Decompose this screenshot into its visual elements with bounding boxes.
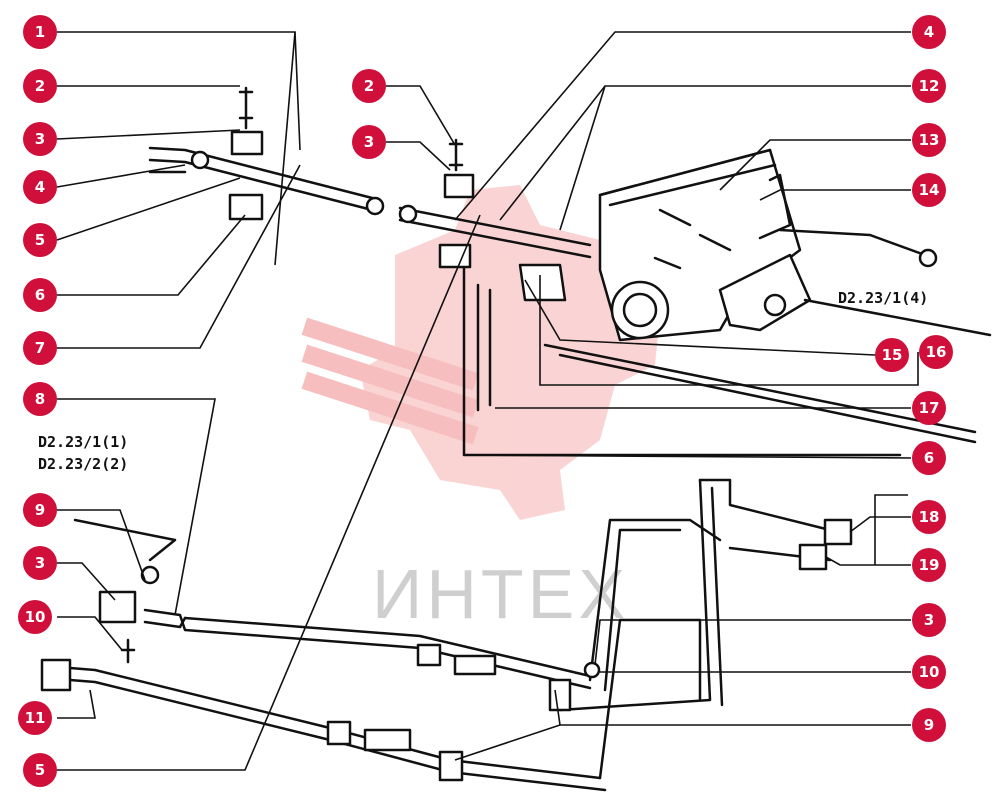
callout-number: 9 — [35, 501, 45, 519]
callout-badge: 4 — [23, 170, 57, 204]
clamp-bottom-left — [228, 193, 264, 221]
callout-badge: 2 — [23, 69, 57, 103]
callout-number: 19 — [919, 556, 940, 574]
callout-number: 10 — [919, 663, 940, 681]
callout-badge: 10 — [18, 600, 52, 634]
parts-drawing — [40, 86, 992, 792]
callout-badge: 16 — [919, 335, 953, 369]
callout-badge: 3 — [23, 122, 57, 156]
callout-number: 14 — [919, 181, 940, 199]
left-clamp — [73, 518, 601, 712]
callout-badge: 3 — [23, 546, 57, 580]
callout-number: 15 — [882, 346, 903, 364]
callout-badge: 9 — [912, 708, 946, 742]
callout-number: 3 — [364, 133, 374, 151]
clamp-top-middle — [443, 173, 475, 199]
callout-number: 12 — [919, 77, 940, 95]
callout-number: 16 — [926, 343, 947, 361]
upper-left-pipe — [148, 86, 385, 221]
callout-number: 7 — [35, 339, 45, 357]
callout-number: 10 — [25, 608, 46, 626]
callout-badge: 5 — [23, 223, 57, 257]
fitting-lower-1 — [416, 643, 442, 667]
watermark-gear-shape — [360, 185, 660, 520]
watermark-bar-1 — [301, 317, 479, 391]
callout-number: 13 — [919, 131, 940, 149]
end-fitting-bottom — [40, 658, 72, 692]
callout-badge: 3 — [912, 603, 946, 637]
clamp-bottom-middle — [438, 243, 472, 269]
watermark-text: ИНТЕХ — [372, 555, 629, 633]
fitting-19 — [798, 543, 828, 571]
callout-number: 6 — [924, 449, 934, 467]
callout-badge: 17 — [912, 391, 946, 425]
watermark-bar-2 — [301, 344, 479, 418]
callout-badge: 18 — [912, 500, 946, 534]
watermark-bar-3 — [301, 371, 479, 445]
callout-badge: 12 — [912, 69, 946, 103]
callout-number: 2 — [364, 77, 374, 95]
callout-number: 6 — [35, 286, 45, 304]
upper-middle-pipe — [398, 138, 592, 269]
callout-badge: 15 — [875, 338, 909, 372]
callout-badge: 14 — [912, 173, 946, 207]
callout-number: 5 — [35, 231, 45, 249]
callout-badge: 3 — [352, 125, 386, 159]
valve-cylinder — [610, 280, 670, 340]
callout-badge: 7 — [23, 331, 57, 365]
ref-label-d2-23-1-1: D2.23/1(1) — [38, 433, 128, 451]
ref-label-d2-23-1-4: D2.23/1(4) — [838, 289, 928, 307]
callout-number: 17 — [919, 399, 940, 417]
fitting-bottom-1 — [326, 720, 352, 746]
watermark-gear-logo — [301, 185, 660, 520]
bolt-upper-left — [238, 86, 254, 130]
leader-lines — [56, 31, 919, 771]
callout-badge: 9 — [23, 493, 57, 527]
fitting-bottom-2 — [363, 728, 412, 752]
callout-badge: 11 — [18, 701, 52, 735]
callout-number: 3 — [35, 554, 45, 572]
fitting-18 — [823, 518, 853, 546]
callout-badge: 13 — [912, 123, 946, 157]
callout-number: 1 — [35, 23, 45, 41]
callout-badge: 6 — [23, 278, 57, 312]
callout-number: 2 — [35, 77, 45, 95]
callout-badge: 1 — [23, 15, 57, 49]
valve-block — [518, 148, 992, 342]
callout-number: 18 — [919, 508, 940, 526]
lower-long-pipe — [143, 478, 853, 712]
callout-badge: 5 — [23, 753, 57, 787]
callouts: 1 2 3 4 5 6 7 8 9 3 10 11 5 2 3 4 12 13 … — [18, 15, 953, 787]
clamp-bottom-right — [438, 750, 464, 782]
callout-badge: 4 — [912, 15, 946, 49]
callout-number: 4 — [35, 178, 45, 196]
fitting-lower-2 — [453, 654, 497, 676]
callout-number: 4 — [924, 23, 934, 41]
callout-badge: 19 — [912, 548, 946, 582]
callout-number: 11 — [25, 709, 46, 727]
callout-badge: 10 — [912, 655, 946, 689]
callout-badge: 6 — [912, 441, 946, 475]
ref-label-d2-23-2-2: D2.23/2(2) — [38, 455, 128, 473]
bolt-upper-middle — [448, 138, 464, 172]
callout-number: 3 — [924, 611, 934, 629]
callout-number: 8 — [35, 390, 45, 408]
callout-number: 5 — [35, 761, 45, 779]
callout-badge: 2 — [352, 69, 386, 103]
clamp-top-left — [230, 130, 264, 156]
callout-number: 3 — [35, 130, 45, 148]
callout-badge: 8 — [23, 382, 57, 416]
callout-number: 9 — [924, 716, 934, 734]
valve-side-block — [718, 253, 812, 332]
